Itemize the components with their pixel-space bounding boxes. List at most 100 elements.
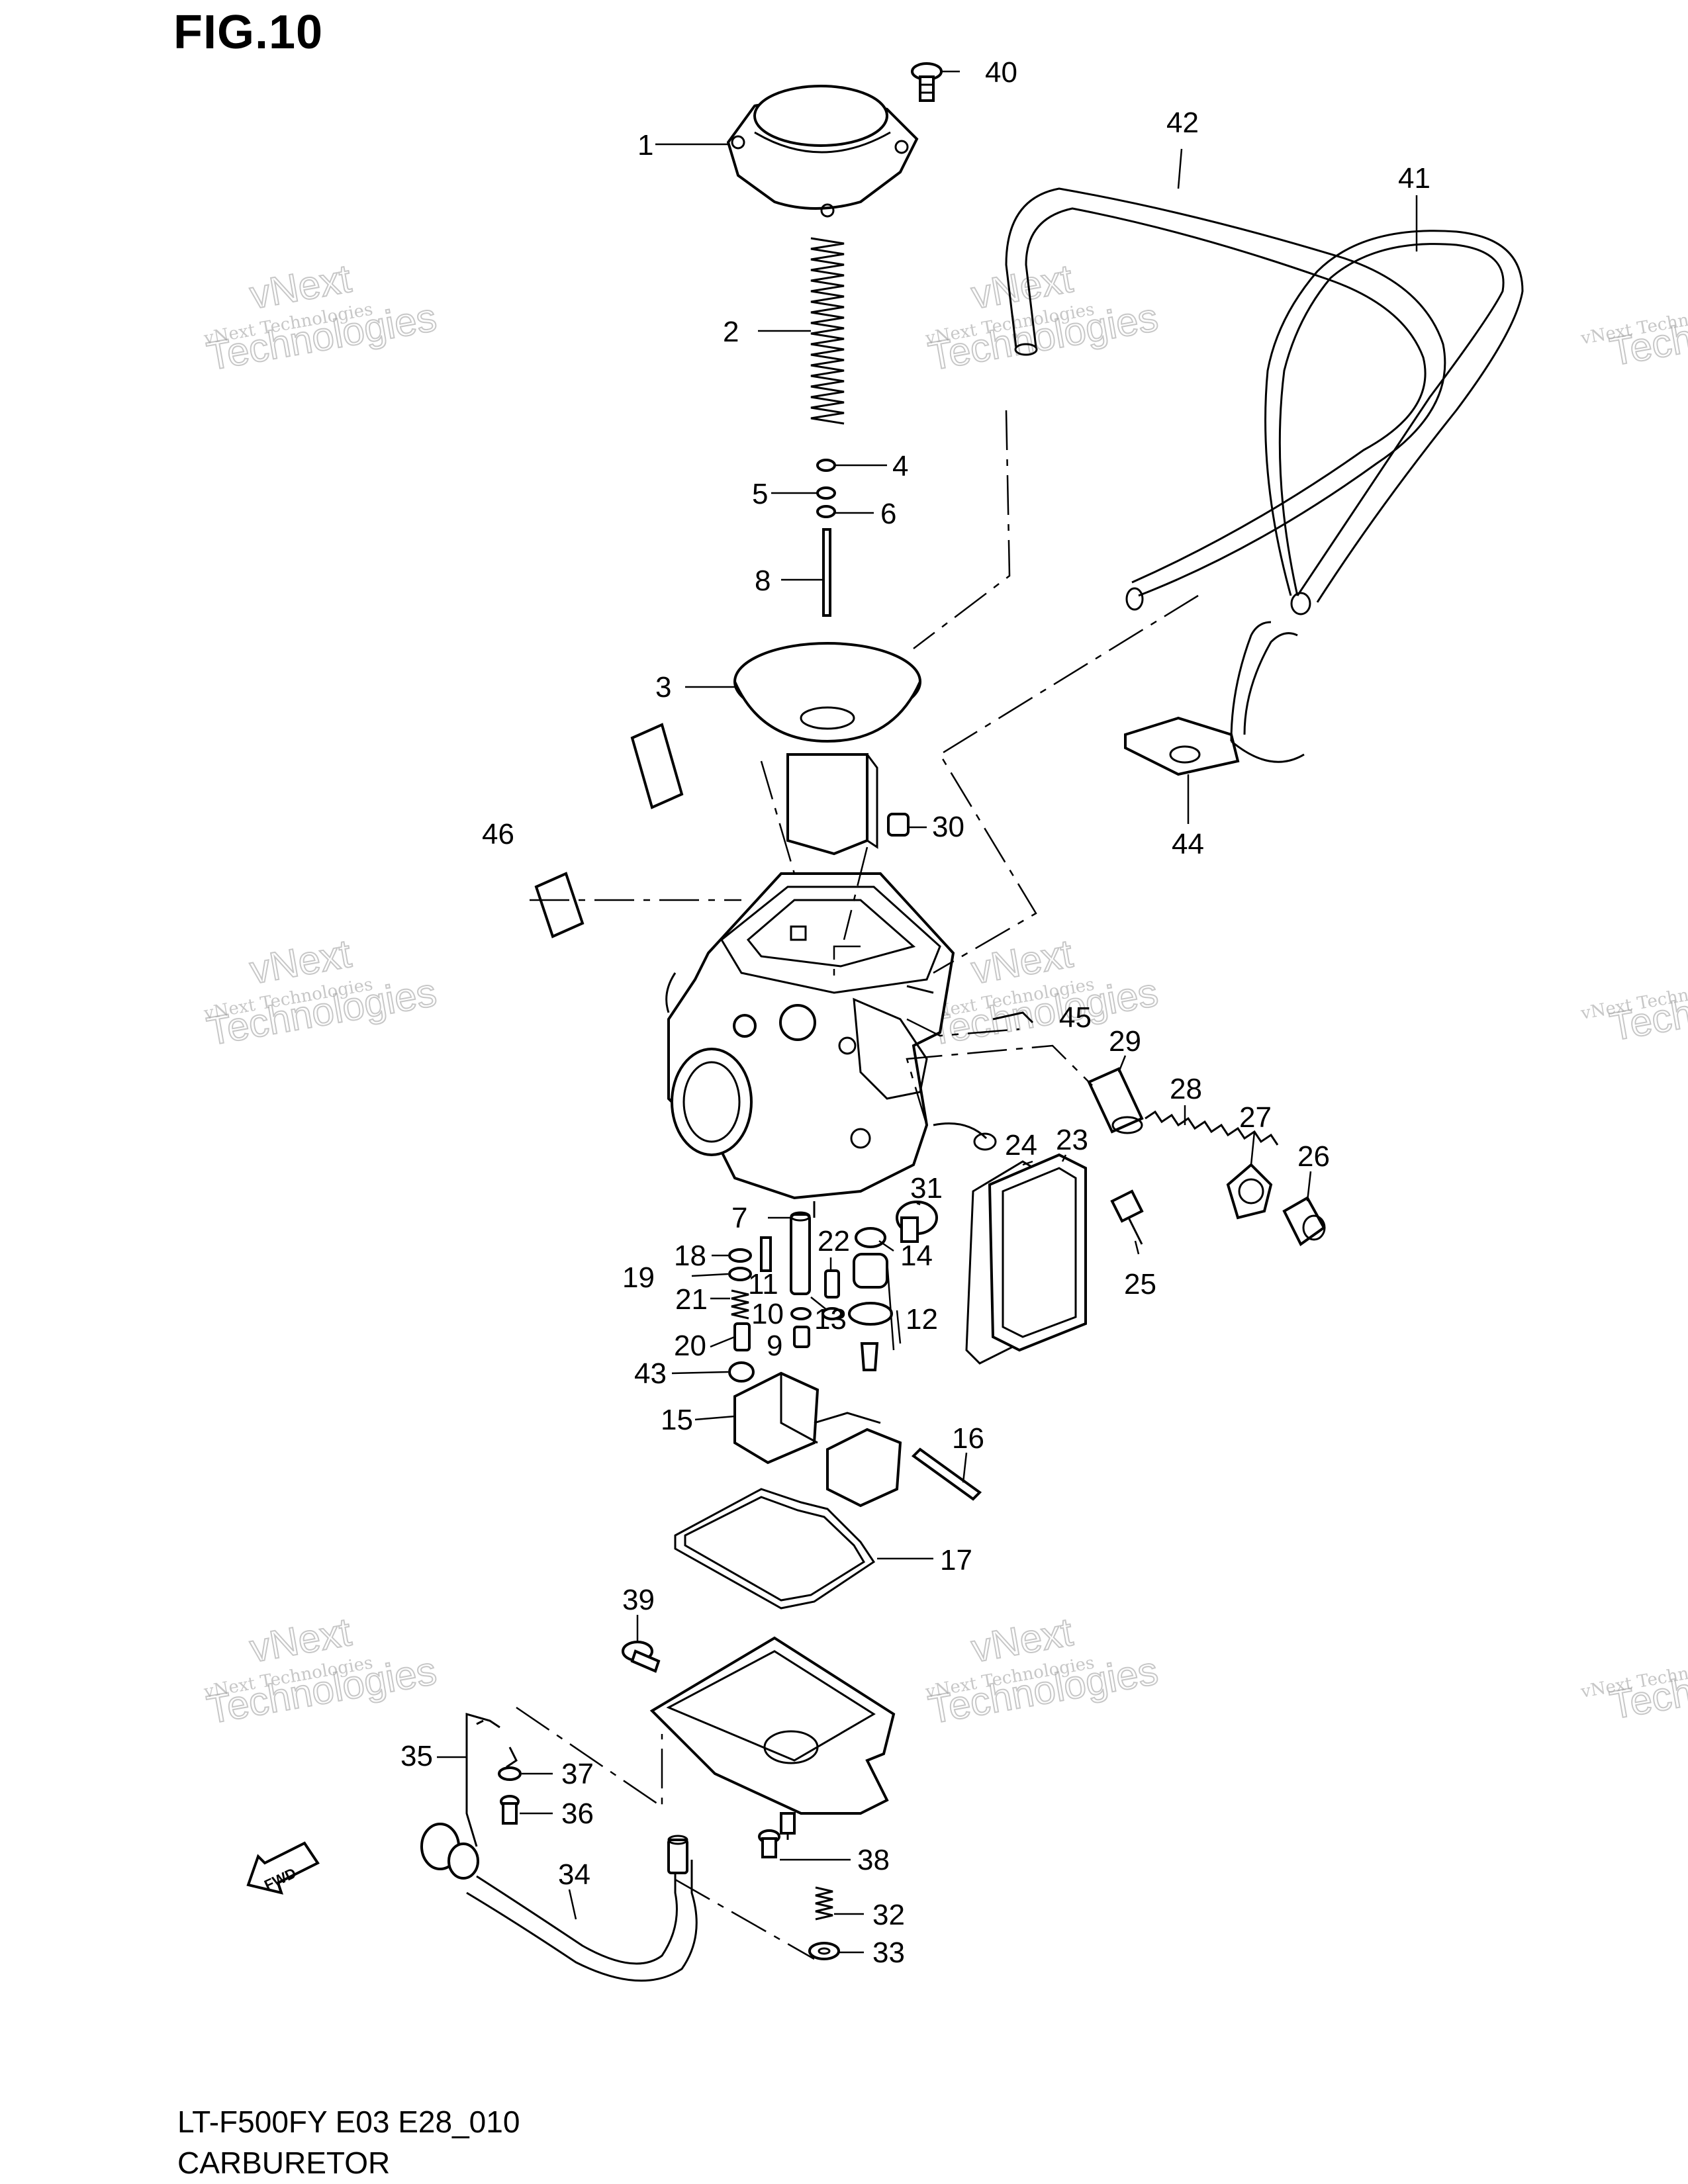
part-42-vent-hose xyxy=(1005,187,1446,611)
part-12-needle-valve-seat xyxy=(848,1253,893,1371)
part-39-screw xyxy=(622,1641,661,1673)
model-code: LT-F500FY E03 E28_010 xyxy=(177,2105,520,2139)
part-36-screw xyxy=(500,1795,520,1825)
callout-11: 11 xyxy=(748,1268,778,1300)
callout-29: 29 xyxy=(1109,1025,1141,1058)
watermark-text: Technologies xyxy=(1607,965,1688,1049)
callout-9: 9 xyxy=(767,1330,782,1362)
callout-37: 37 xyxy=(561,1758,594,1790)
callout-28: 28 xyxy=(1170,1073,1202,1105)
callout-33: 33 xyxy=(872,1936,905,1969)
callout-14: 14 xyxy=(900,1240,933,1272)
part-43-plug xyxy=(728,1361,755,1383)
callout-8: 8 xyxy=(755,565,771,597)
callout-25: 25 xyxy=(1124,1268,1156,1300)
callout-46: 46 xyxy=(482,818,514,850)
part-34-drain-hose xyxy=(420,1823,698,1982)
part-31-plug xyxy=(896,1201,938,1243)
part-10-washer xyxy=(790,1307,812,1320)
fwd-arrow-icon: FWD xyxy=(246,1841,320,1895)
part-float-chamber xyxy=(649,1636,896,1840)
part-33-washer xyxy=(808,1942,840,1960)
callout-43: 43 xyxy=(634,1357,667,1390)
callout-38: 38 xyxy=(857,1844,890,1876)
callout-41: 41 xyxy=(1398,162,1430,195)
callout-18: 18 xyxy=(674,1240,706,1272)
watermark-text: Technologies xyxy=(925,295,1162,379)
watermark-text: Technologies xyxy=(1607,290,1688,374)
callout-17: 17 xyxy=(940,1544,972,1576)
watermark-text: Technologies xyxy=(204,970,440,1054)
callout-34: 34 xyxy=(558,1858,590,1891)
callout-7: 7 xyxy=(731,1202,747,1234)
part-21-spring xyxy=(731,1289,749,1320)
part-3-diaphragm-piston xyxy=(733,642,921,856)
part-9-jet xyxy=(793,1326,810,1348)
part-37-washer xyxy=(498,1766,522,1781)
part-17-float-chamber-gasket xyxy=(674,1488,876,1610)
callout-45: 45 xyxy=(1059,1001,1092,1034)
part-23-cover xyxy=(988,1153,1087,1352)
callout-6: 6 xyxy=(880,498,896,530)
callout-5: 5 xyxy=(752,478,768,510)
figure-title: FIG.10 xyxy=(173,6,324,59)
callout-24: 24 xyxy=(1005,1129,1037,1161)
figure-footer: LT-F500FY E03 E28_010 CARBURETOR xyxy=(177,2101,520,2183)
part-29-plunger xyxy=(1087,1067,1144,1134)
callout-30: 30 xyxy=(932,811,964,843)
callout-labels: 40 1 2 4 5 6 8 3 42 41 44 30 46 45 29 28… xyxy=(400,56,1430,1969)
watermark-text: Technologies xyxy=(1607,1643,1688,1727)
part-32-spring xyxy=(815,1886,833,1921)
part-30-jet xyxy=(887,813,910,837)
part-18-washer xyxy=(728,1248,752,1263)
part-carburetor-body xyxy=(665,872,997,1218)
part-44-hose-bracket xyxy=(1124,621,1305,776)
assembly-lines xyxy=(516,410,1199,1960)
part-40-screw xyxy=(911,62,943,102)
callout-15: 15 xyxy=(661,1404,693,1436)
part-38-drain-screw xyxy=(758,1829,780,1858)
callout-2: 2 xyxy=(723,316,739,348)
watermark-text: Technologies xyxy=(204,295,440,379)
part-25-screw xyxy=(1110,1189,1144,1245)
callout-1: 1 xyxy=(637,129,653,161)
watermark-text: Technologies xyxy=(204,1648,440,1732)
callout-26: 26 xyxy=(1297,1140,1330,1173)
part-27-nut xyxy=(1226,1163,1273,1220)
part-13-washer xyxy=(821,1307,843,1320)
callout-35: 35 xyxy=(400,1740,433,1772)
callout-31: 31 xyxy=(910,1172,943,1205)
part-14-fitting xyxy=(855,1227,886,1248)
part-16-float-pin xyxy=(911,1447,982,1501)
part-4-washer xyxy=(816,459,836,472)
callout-19: 19 xyxy=(622,1261,655,1294)
callout-40: 40 xyxy=(985,56,1017,89)
part-20-screw xyxy=(733,1322,751,1351)
leader-lines xyxy=(437,70,1418,1954)
part-19-o-ring xyxy=(728,1267,752,1281)
callout-27: 27 xyxy=(1239,1101,1272,1134)
part-45-clip xyxy=(992,1011,1034,1024)
part-11-pilot-screw xyxy=(760,1236,772,1272)
callout-3: 3 xyxy=(655,671,671,704)
callout-44: 44 xyxy=(1172,828,1204,860)
part-7-main-nozzle xyxy=(790,1211,811,1295)
part-41-vent-hose xyxy=(1264,230,1524,615)
callout-22: 22 xyxy=(818,1225,850,1257)
callout-32: 32 xyxy=(872,1899,905,1931)
callout-16: 16 xyxy=(952,1422,984,1455)
part-6-washer xyxy=(816,505,836,518)
callout-42: 42 xyxy=(1166,107,1199,139)
part-28-spring xyxy=(1145,1110,1279,1146)
part-22-pilot-jet xyxy=(824,1269,840,1298)
callout-23: 23 xyxy=(1056,1124,1088,1156)
part-1-top-cover xyxy=(726,85,919,218)
callout-12: 12 xyxy=(906,1303,938,1336)
callout-39: 39 xyxy=(622,1584,655,1616)
callout-13: 13 xyxy=(814,1303,847,1336)
part-5-clip xyxy=(816,486,836,500)
part-46-tube xyxy=(534,723,684,938)
callout-21: 21 xyxy=(675,1283,708,1316)
section-name: CARBURETOR xyxy=(177,2146,391,2180)
